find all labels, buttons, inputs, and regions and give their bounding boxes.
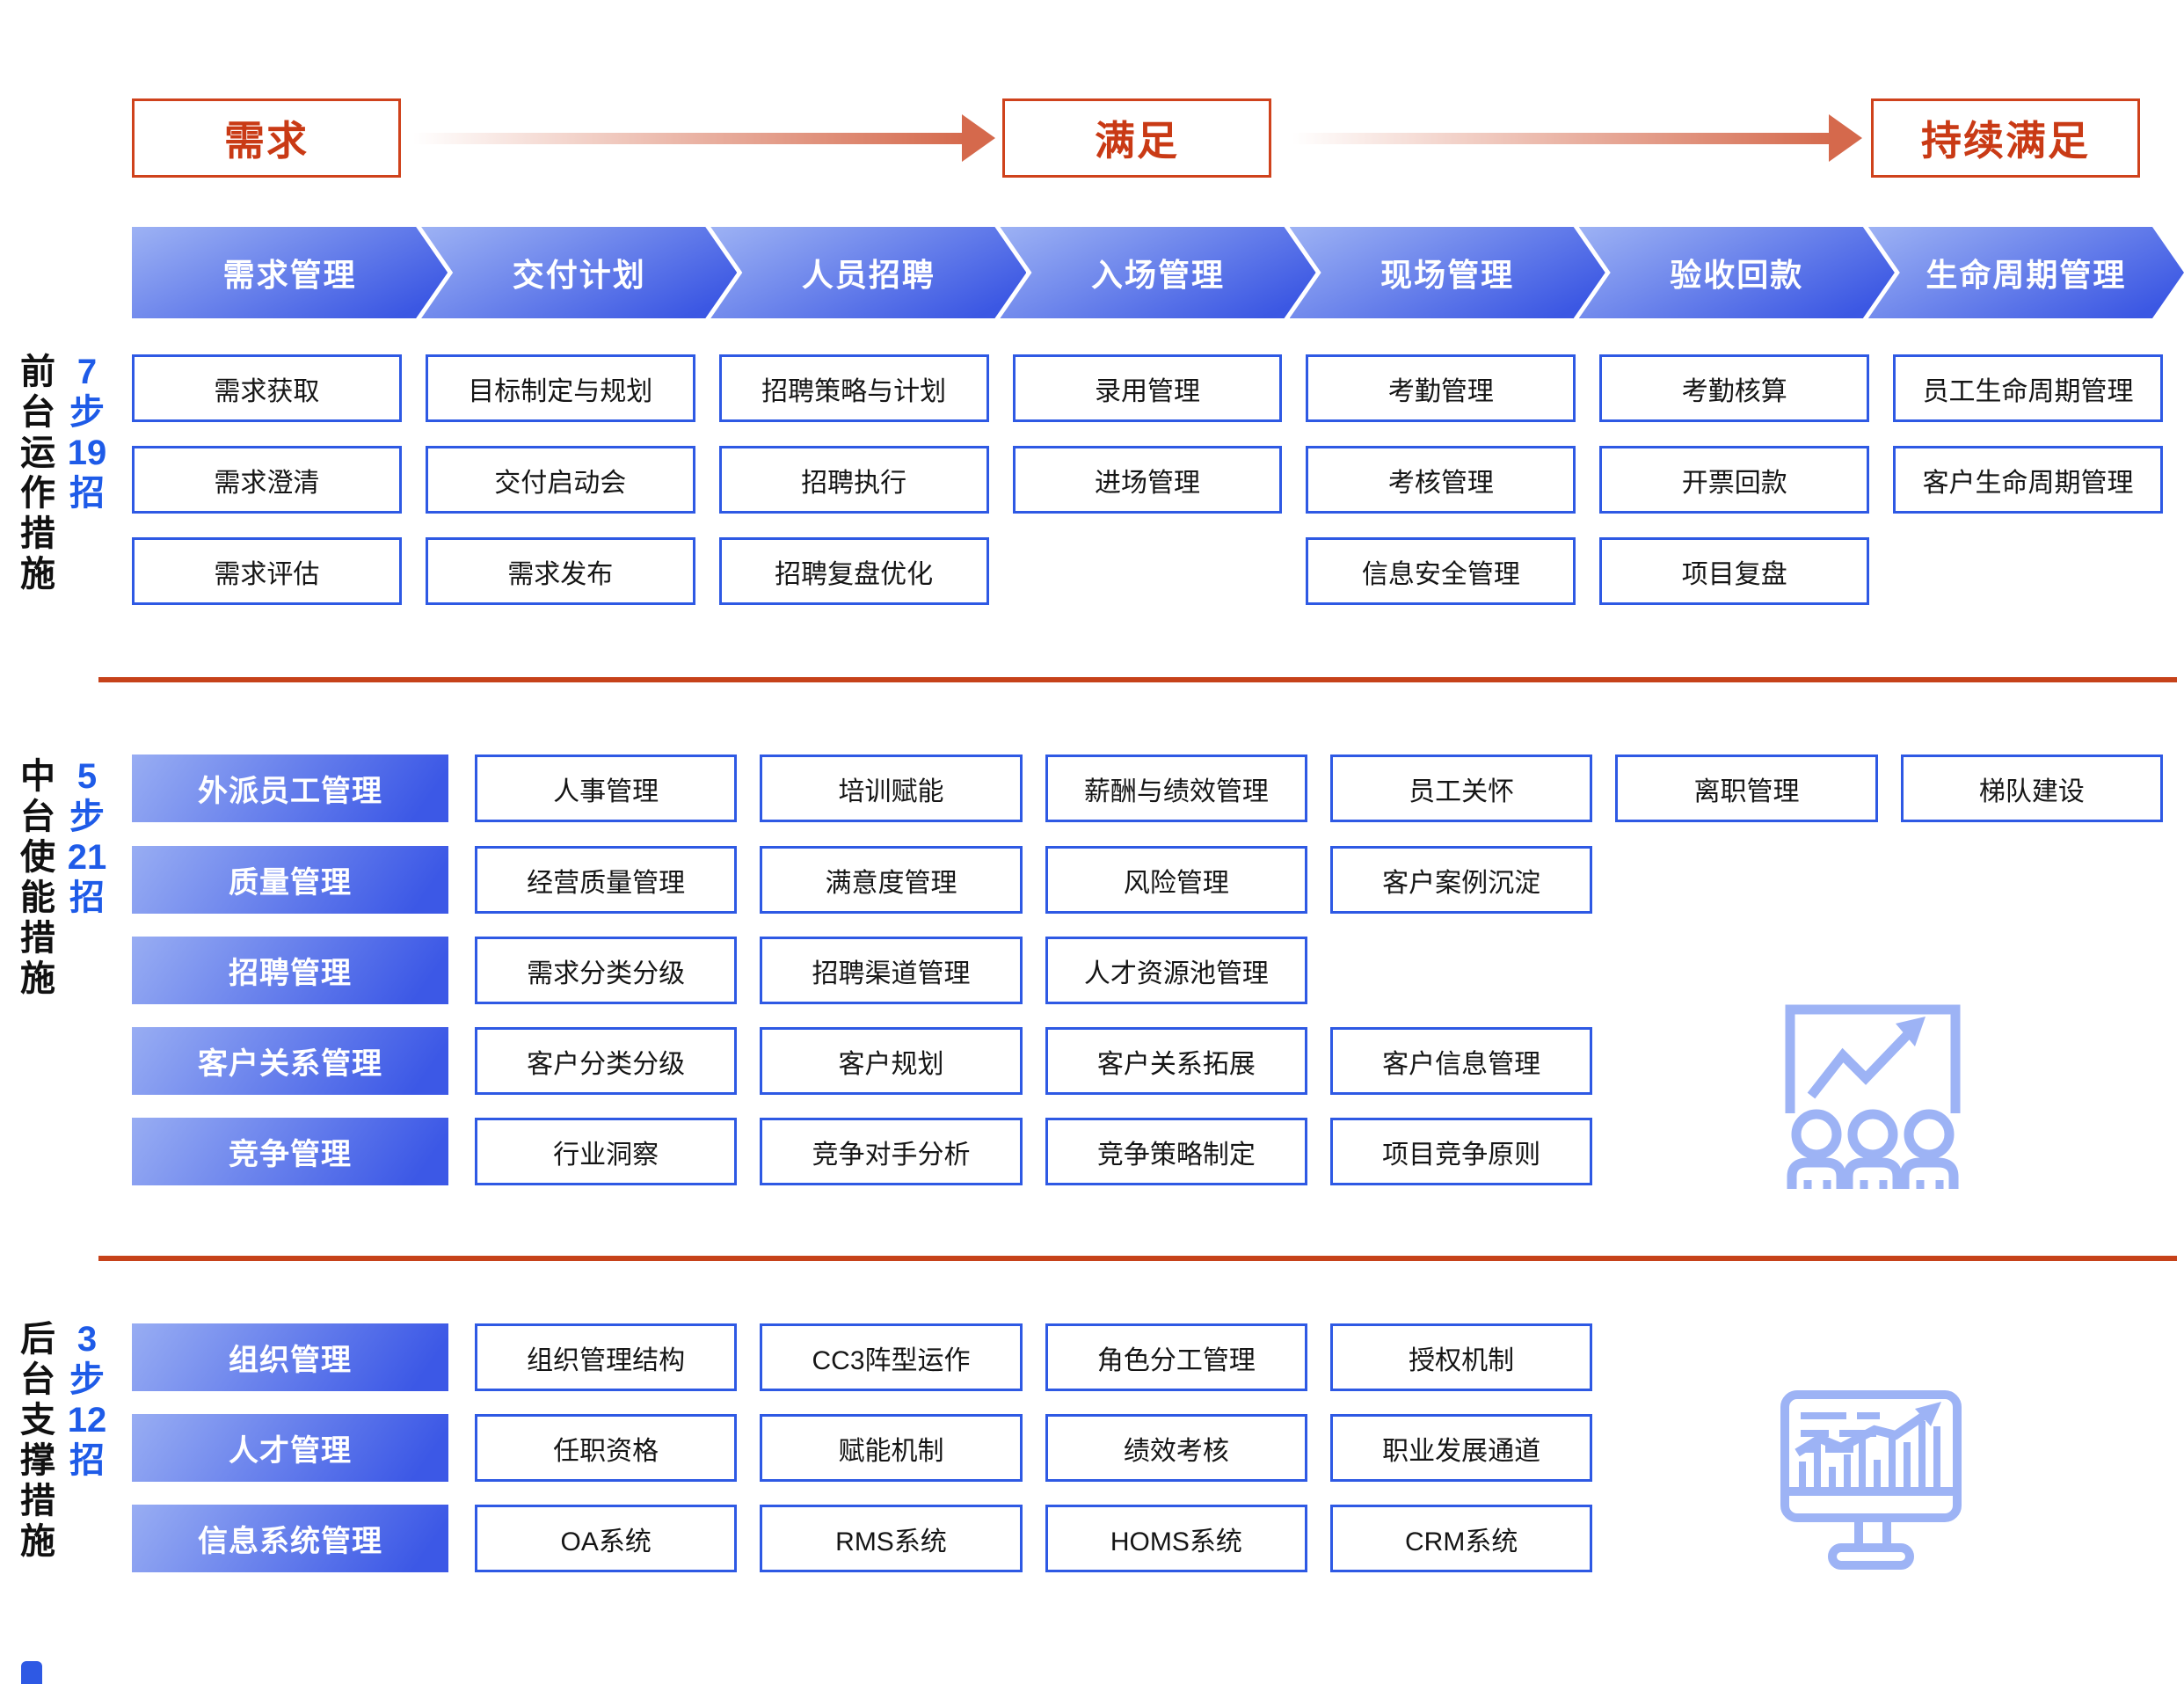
task-box: 项目竞争原则: [1330, 1118, 1593, 1185]
back-row-3: OA系统 RMS系统 HOMS系统 CRM系统: [475, 1505, 2163, 1572]
category-header: 客户关系管理: [132, 1027, 448, 1095]
task-box: 行业洞察: [475, 1118, 738, 1185]
task-box: CRM系统: [1330, 1505, 1593, 1572]
process-step-chevron: 生命周期管理: [1868, 227, 2184, 318]
monitor-analytics-icon: [1780, 1390, 1962, 1570]
task-box: 绩效考核: [1045, 1414, 1307, 1482]
task-box: 角色分工管理: [1045, 1323, 1307, 1391]
process-step-chevron: 人员招聘: [710, 227, 1026, 318]
task-box: 考勤管理: [1306, 354, 1576, 422]
task-box: 进场管理: [1012, 446, 1283, 514]
task-box: 授权机制: [1330, 1323, 1593, 1391]
section-stat-back: 3步12招: [67, 1320, 107, 1480]
task-box: 竞争对手分析: [760, 1118, 1023, 1185]
front-row-2: 需求澄清 交付启动会 招聘执行 进场管理 考核管理 开票回款 客户生命周期管理: [132, 446, 2163, 514]
task-box: 招聘渠道管理: [760, 937, 1023, 1004]
task-box: 组织管理结构: [475, 1323, 738, 1391]
process-step-chevron: 需求管理: [132, 227, 448, 318]
task-box: RMS系统: [760, 1505, 1023, 1572]
middle-row-2: 经营质量管理 满意度管理 风险管理 客户案例沉淀: [475, 846, 2163, 914]
task-box: 需求澄清: [132, 446, 402, 514]
task-box: 目标制定与规划: [425, 354, 695, 422]
task-box: 需求获取: [132, 354, 402, 422]
task-box: 任职资格: [475, 1414, 738, 1482]
section-divider: [98, 1256, 2177, 1261]
middle-row-4: 客户分类分级 客户规划 客户关系拓展 客户信息管理: [475, 1027, 2163, 1095]
flow-arrow: [1292, 133, 1831, 144]
task-box: 录用管理: [1012, 354, 1283, 422]
process-step-chevron: 验收回款: [1579, 227, 1895, 318]
section-label-middle: 中台使能措施: [20, 757, 55, 998]
task-box: 客户规划: [760, 1027, 1023, 1095]
task-box: 交付启动会: [425, 446, 695, 514]
flow-arrow-head-icon: [1829, 114, 1862, 162]
flow-arrow-head-icon: [962, 114, 995, 162]
task-box: 培训赋能: [760, 755, 1023, 822]
task-box: 客户案例沉淀: [1330, 846, 1593, 914]
task-box: 考核管理: [1306, 446, 1576, 514]
task-box: 员工生命周期管理: [1893, 354, 2163, 422]
section-divider: [98, 677, 2177, 682]
back-row-2: 任职资格 赋能机制 绩效考核 职业发展通道: [475, 1414, 2163, 1482]
category-header: 组织管理: [132, 1323, 448, 1391]
middle-row-3: 需求分类分级 招聘渠道管理 人才资源池管理: [475, 937, 2163, 1004]
category-header: 人才管理: [132, 1414, 448, 1482]
section-stat-front: 7步19招: [67, 353, 107, 513]
middle-row-5: 行业洞察 竞争对手分析 竞争策略制定 项目竞争原则: [475, 1118, 2163, 1185]
section-label-front: 前台运作措施: [20, 353, 55, 594]
presentation-chart-audience-icon: [1785, 1004, 1961, 1189]
task-box: 需求发布: [425, 537, 695, 605]
task-box: CC3阵型运作: [760, 1323, 1023, 1391]
task-box: 赋能机制: [760, 1414, 1023, 1482]
task-box: 风险管理: [1045, 846, 1307, 914]
task-box: HOMS系统: [1045, 1505, 1307, 1572]
task-box: 招聘策略与计划: [718, 354, 989, 422]
stage-box-continuous-satisfy: 持续满足: [1871, 98, 2140, 178]
process-step-chevron: 交付计划: [421, 227, 737, 318]
task-box: OA系统: [475, 1505, 738, 1572]
process-step-chevron: 入场管理: [1000, 227, 1315, 318]
task-box: 经营质量管理: [475, 846, 738, 914]
stage-box-satisfy: 满足: [1002, 98, 1271, 178]
task-box: 薪酬与绩效管理: [1045, 755, 1307, 822]
task-box: 考勤核算: [1599, 354, 1870, 422]
front-row-1: 需求获取 目标制定与规划 招聘策略与计划 录用管理 考勤管理 考勤核算 员工生命…: [132, 354, 2163, 422]
task-box: 人事管理: [475, 755, 738, 822]
section-stat-middle: 5步21招: [67, 757, 107, 917]
section-label-back: 后台支撑措施: [20, 1320, 55, 1561]
task-box: 客户关系拓展: [1045, 1027, 1307, 1095]
task-box: 客户信息管理: [1330, 1027, 1593, 1095]
task-box: 离职管理: [1615, 755, 1878, 822]
stage-box-demand: 需求: [132, 98, 401, 178]
task-box: 人才资源池管理: [1045, 937, 1307, 1004]
task-box: 员工关怀: [1330, 755, 1593, 822]
category-header: 招聘管理: [132, 937, 448, 1004]
flow-arrow: [413, 133, 964, 144]
task-box: 信息安全管理: [1306, 537, 1576, 605]
task-box: 梯队建设: [1900, 755, 2163, 822]
task-box: 需求评估: [132, 537, 402, 605]
middle-row-1: 人事管理 培训赋能 薪酬与绩效管理 员工关怀 离职管理 梯队建设: [475, 755, 2163, 822]
category-header: 信息系统管理: [132, 1505, 448, 1572]
task-box: 招聘执行: [718, 446, 989, 514]
front-row-3: 需求评估 需求发布 招聘复盘优化 信息安全管理 项目复盘: [132, 537, 2163, 605]
task-box: 需求分类分级: [475, 937, 738, 1004]
task-box: 职业发展通道: [1330, 1414, 1593, 1482]
category-header: 外派员工管理: [132, 755, 448, 822]
process-chevron-bar: 需求管理 交付计划 人员招聘 入场管理 现场管理 验收回款 生命周期管理: [132, 227, 2184, 318]
category-header: 质量管理: [132, 846, 448, 914]
category-header: 竞争管理: [132, 1118, 448, 1185]
process-step-chevron: 现场管理: [1290, 227, 1605, 318]
task-box: 开票回款: [1599, 446, 1870, 514]
back-row-1: 组织管理结构 CC3阵型运作 角色分工管理 授权机制: [475, 1323, 2163, 1391]
task-box: 客户生命周期管理: [1893, 446, 2163, 514]
task-box: 客户分类分级: [475, 1027, 738, 1095]
partial-logo-mark: [21, 1661, 42, 1684]
task-box: 招聘复盘优化: [718, 537, 989, 605]
task-box: 项目复盘: [1599, 537, 1870, 605]
task-box: 竞争策略制定: [1045, 1118, 1307, 1185]
task-box: 满意度管理: [760, 846, 1023, 914]
